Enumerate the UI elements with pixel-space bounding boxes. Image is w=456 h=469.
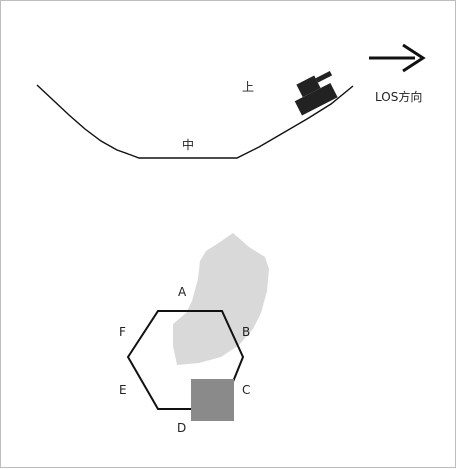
hex-label-d: D: [177, 421, 187, 435]
label-middle: 中: [182, 138, 195, 152]
grey-square: [191, 379, 234, 421]
arrow-right-icon: [369, 43, 426, 73]
los-label: LOS方向: [375, 90, 423, 104]
hex-label-e: E: [119, 383, 127, 397]
hex-label-f: F: [119, 325, 126, 339]
hex-label-b: B: [242, 325, 251, 339]
terrain-blob: [173, 233, 269, 365]
hex-label-a: A: [178, 285, 187, 299]
hex-label-c: C: [242, 383, 251, 397]
terrain-profile-line: [36, 84, 354, 159]
tank-icon: [294, 70, 338, 116]
label-upper: 上: [242, 80, 255, 94]
